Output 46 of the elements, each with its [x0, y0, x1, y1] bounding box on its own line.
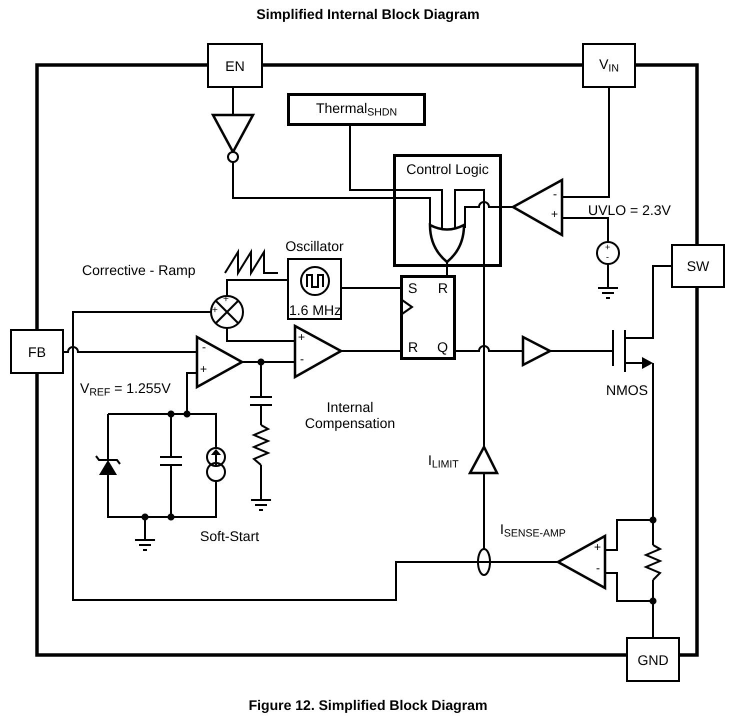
pin-name: S — [408, 280, 418, 296]
value-label: V$_{REF}$ = 1.255V — [80, 380, 171, 399]
connector — [349, 126, 393, 191]
pin-label: FB — [28, 344, 46, 360]
polarity-sign: + — [605, 242, 610, 252]
component-label: I$_{SENSE-AMP}$ — [500, 521, 566, 540]
pin-label: SW — [686, 258, 710, 274]
pin-label: GND — [637, 652, 669, 668]
flip-flop-box — [400, 275, 456, 360]
polarity-sign: + — [551, 208, 558, 222]
pin-box — [582, 43, 636, 88]
polarity-sign: + — [200, 363, 208, 377]
pin-name: R — [438, 280, 448, 296]
frequency-label: 1.6 MHz — [289, 302, 340, 318]
pin-box — [671, 244, 725, 288]
pin-box — [10, 329, 64, 374]
block-caption: Internal Compensation — [304, 399, 396, 432]
polarity-sign: - — [202, 341, 206, 355]
block-box — [287, 93, 426, 126]
block-label: Control Logic — [405, 161, 490, 178]
pin-name: R — [408, 338, 418, 355]
figure-caption: Figure 12. Simplified Block Diagram — [248, 697, 488, 714]
block-caption: Soft-Start — [200, 528, 260, 544]
pin-box — [626, 637, 680, 682]
polarity-sign: - — [596, 562, 600, 576]
polarity-sign: - — [553, 188, 557, 202]
component-label: I$_{LIMIT}$ — [428, 452, 459, 471]
block-caption: Corrective - Ramp — [82, 262, 196, 278]
block-caption: Oscillator — [285, 238, 344, 254]
diagram-title: Simplified Internal Block Diagram — [256, 6, 480, 22]
polarity-sign: + — [298, 331, 306, 345]
polarity-sign: + — [212, 305, 218, 316]
pin-box — [207, 43, 263, 88]
logic-block — [393, 154, 502, 267]
polarity-sign: + — [594, 541, 602, 555]
polarity-sign: - — [300, 353, 304, 367]
pin-label: V$_{IN}$ — [599, 56, 619, 75]
connector — [342, 287, 400, 289]
oscillator-box — [287, 258, 342, 320]
block-label: Thermal$_{SHDN}$ — [316, 100, 398, 119]
connector — [446, 267, 448, 275]
component-label: NMOS — [606, 382, 648, 398]
value-label: UVLO = 2.3V — [588, 202, 671, 218]
pin-name: Q — [437, 338, 448, 355]
pin-label: EN — [225, 58, 245, 74]
polarity-sign: - — [606, 252, 609, 262]
